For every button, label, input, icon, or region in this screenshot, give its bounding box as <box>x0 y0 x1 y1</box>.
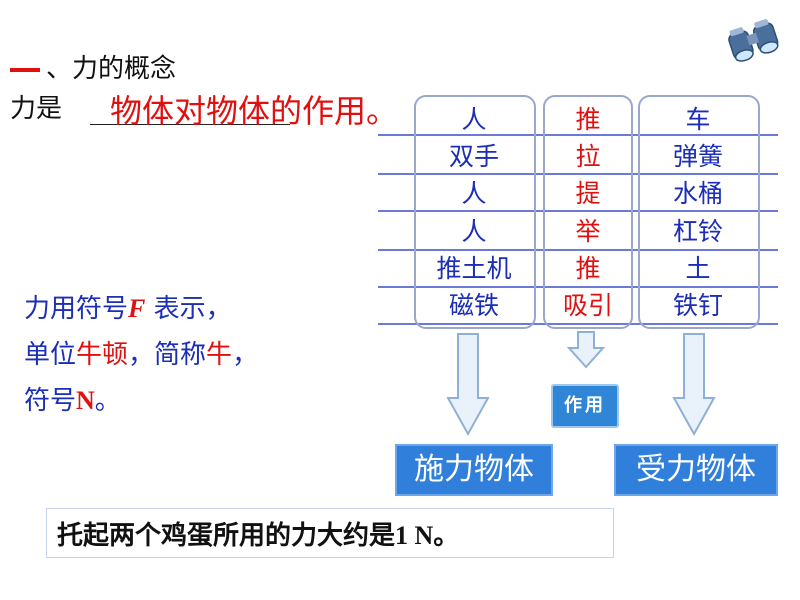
table-cell-object: 弹簧 <box>672 142 723 171</box>
unit-symbol: N <box>76 386 95 415</box>
table-cell-subject: 人 <box>461 179 487 208</box>
symbol-text-part: 力用符号 <box>24 294 129 324</box>
symbol-line-3: 符号N。 <box>24 378 258 424</box>
table-cell-verb: 推 <box>575 254 601 283</box>
unit-name: 牛顿 <box>76 340 129 370</box>
table-cell-subject: 磁铁 <box>448 291 499 320</box>
heading-dash <box>10 67 40 72</box>
applier-box: 施力物体 <box>395 444 553 496</box>
table-cell-verb: 拉 <box>575 142 601 171</box>
table-cell-object: 铁钉 <box>672 291 723 320</box>
example-suffix: 。 <box>433 521 460 551</box>
table-cell-verb: 提 <box>575 179 601 208</box>
table-cell-object: 土 <box>685 254 711 283</box>
table-line <box>378 210 778 212</box>
receiver-box: 受力物体 <box>614 444 778 496</box>
object-column-box <box>638 95 760 329</box>
subject-column-box <box>414 95 536 329</box>
table-cell-subject: 人 <box>461 105 487 134</box>
example-value: 1 N <box>395 521 434 550</box>
section-heading: 、力的概念 <box>10 48 176 85</box>
definition-label: 力是 <box>10 94 63 124</box>
down-arrow-icon <box>446 333 490 437</box>
binoculars-icon <box>728 19 779 62</box>
table-cell-object: 杠铃 <box>672 217 723 246</box>
heading-text: 、力的概念 <box>46 54 177 84</box>
table-cell-object: 水桶 <box>672 179 723 208</box>
table-line <box>378 249 778 251</box>
table-cell-subject: 人 <box>461 217 487 246</box>
symbol-text-part: 单位 <box>24 340 77 370</box>
symbol-text-part: ， <box>232 340 259 370</box>
table-line <box>378 286 778 288</box>
verb-column-box <box>543 95 633 329</box>
table-cell-subject: 推土机 <box>436 254 512 283</box>
down-arrow-icon <box>672 333 716 437</box>
table-cell-verb: 举 <box>575 217 601 246</box>
table-line <box>378 134 778 136</box>
example-text: 托起两个鸡蛋所用的力大约是1 N。 <box>57 515 459 552</box>
symbol-description: 力用符号F 表示， 单位牛顿，简称牛， 符号N。 <box>24 286 258 424</box>
symbol-line-2: 单位牛顿，简称牛， <box>24 332 258 378</box>
unit-short-name: 牛 <box>206 340 233 370</box>
symbol-f: F <box>128 294 146 323</box>
definition-blank <box>90 124 290 125</box>
down-arrow-icon <box>566 331 606 369</box>
symbol-text-part: 表示， <box>145 294 232 324</box>
definition-answer: 物体对物体的作用。 <box>110 92 399 130</box>
table-line <box>378 323 778 325</box>
table-cell-verb: 推 <box>575 105 601 134</box>
symbol-text-part: 符号 <box>24 386 77 416</box>
table-cell-subject: 双手 <box>448 142 499 171</box>
example-prefix: 托起两个鸡蛋所用的力大约是 <box>57 521 396 551</box>
symbol-text-part: 。 <box>94 386 121 416</box>
table-line <box>378 173 778 175</box>
symbol-text-part: ，简称 <box>128 340 207 370</box>
table-cell-object: 车 <box>685 105 711 134</box>
definition-line: 力是 物体对物体的作用。 <box>10 88 398 130</box>
example-box: 托起两个鸡蛋所用的力大约是1 N。 <box>46 508 614 558</box>
action-label-box: 作用 <box>551 384 619 428</box>
symbol-line-1: 力用符号F 表示， <box>24 286 258 332</box>
table-cell-verb: 吸引 <box>562 291 613 320</box>
